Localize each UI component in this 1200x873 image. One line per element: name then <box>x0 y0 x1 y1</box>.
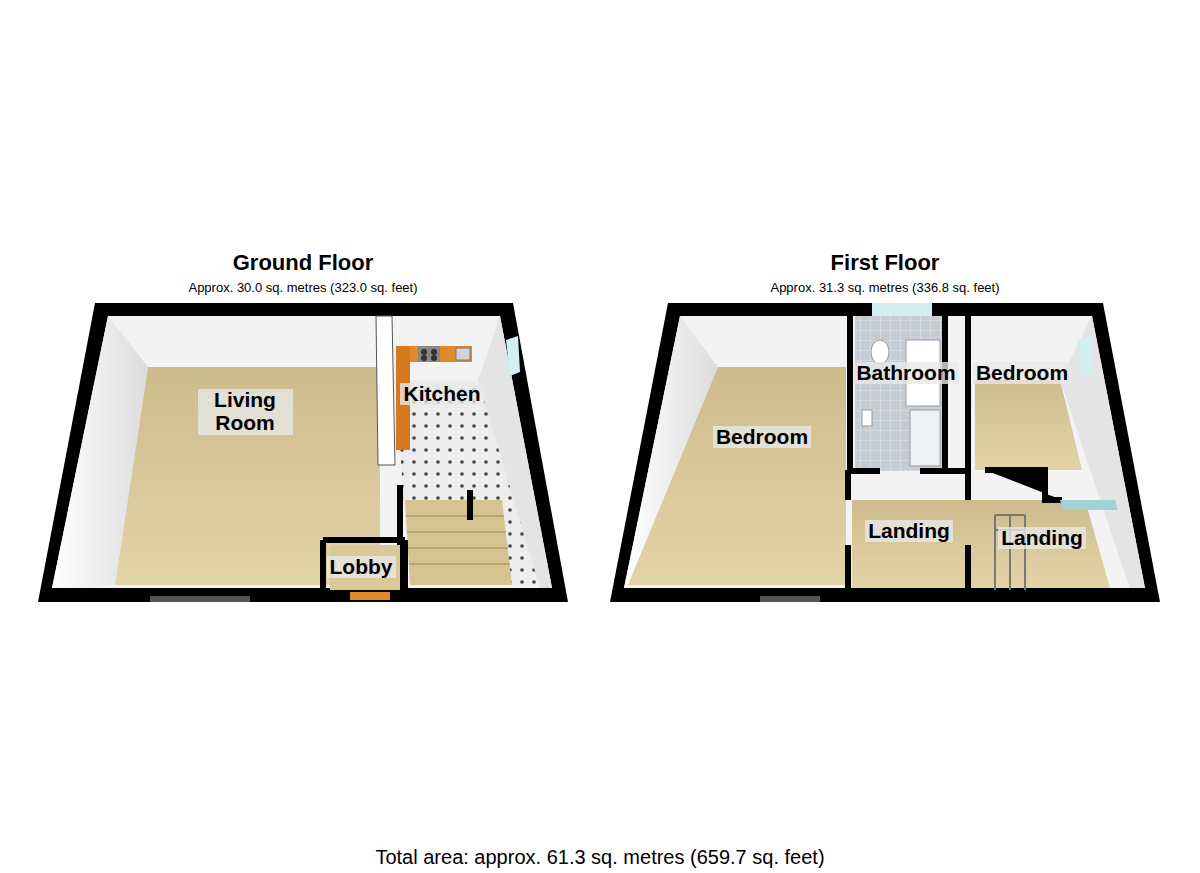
room-label: Living Room <box>198 389 293 434</box>
room-label: Bedroom <box>973 362 1071 385</box>
floor-plan: First FloorApprox. 31.3 sq. metres (336.… <box>610 250 1160 606</box>
floor-area: Approx. 31.3 sq. metres (336.8 sq. feet) <box>610 280 1160 296</box>
room-name: Kitchen <box>400 383 483 406</box>
room-name: Landing <box>998 527 1086 550</box>
room-label: Lobby <box>327 556 396 579</box>
room-label: Bathroom <box>853 362 958 385</box>
room-name: Bedroom <box>973 362 1071 385</box>
room-label: Bedroom <box>713 426 811 449</box>
floor-title: First Floor <box>610 250 1160 276</box>
floor-title: Ground Floor <box>38 250 568 276</box>
room-label: Kitchen <box>400 383 483 406</box>
room-name: Bedroom <box>713 426 811 449</box>
total-area-caption: Total area: approx. 61.3 sq. metres (659… <box>0 846 1200 869</box>
room-label: Landing <box>865 520 953 543</box>
floor-area: Approx. 30.0 sq. metres (323.0 sq. feet) <box>38 280 568 296</box>
room-name: Bathroom <box>853 362 958 385</box>
room-name: Living Room <box>198 389 293 434</box>
room-name: Lobby <box>327 556 396 579</box>
room-label: Landing <box>998 527 1086 550</box>
room-name: Landing <box>865 520 953 543</box>
floor-plan: Ground FloorApprox. 30.0 sq. metres (323… <box>38 250 568 606</box>
